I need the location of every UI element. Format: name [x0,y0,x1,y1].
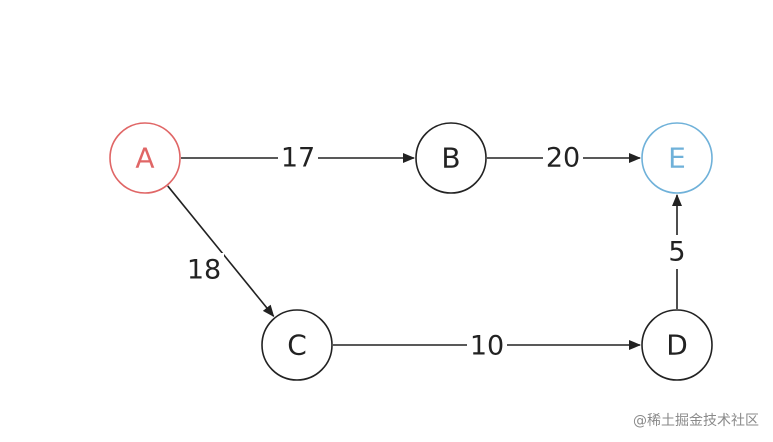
edge-A-C [167,185,275,318]
node-circle-D [641,309,713,381]
node-circle-E [641,122,713,194]
node-B: B [415,122,487,194]
edge-label-bg-A-C [184,253,224,287]
edge-weight-C-D: 10 [470,331,504,362]
node-E: E [641,122,713,194]
node-label-A: A [135,142,154,175]
node-label-C: C [287,329,307,362]
edges-layer: 17 20 18 10 5 [167,141,690,363]
edge-weight-D-E: 5 [668,237,685,268]
node-label-D: D [666,329,688,362]
node-circle-A [109,122,181,194]
node-label-B: B [441,142,460,175]
edge-weight-A-C: 18 [187,255,221,286]
watermark: @稀土掘金技术社区 [633,413,759,429]
edge-weight-A-B: 17 [281,143,315,174]
node-label-E: E [668,142,686,175]
edge-label-bg-C-D [467,329,507,363]
edge-weight-B-E: 20 [546,143,580,174]
node-A: A [109,122,181,194]
edge-label-bg-A-B [278,141,318,175]
edge-label-bg-B-E [543,141,583,175]
node-circle-C [261,309,333,381]
node-circle-B [415,122,487,194]
edge-label-bg-D-E [664,235,690,269]
nodes-layer: A B C D E [109,122,713,381]
node-C: C [261,309,333,381]
node-D: D [641,309,713,381]
